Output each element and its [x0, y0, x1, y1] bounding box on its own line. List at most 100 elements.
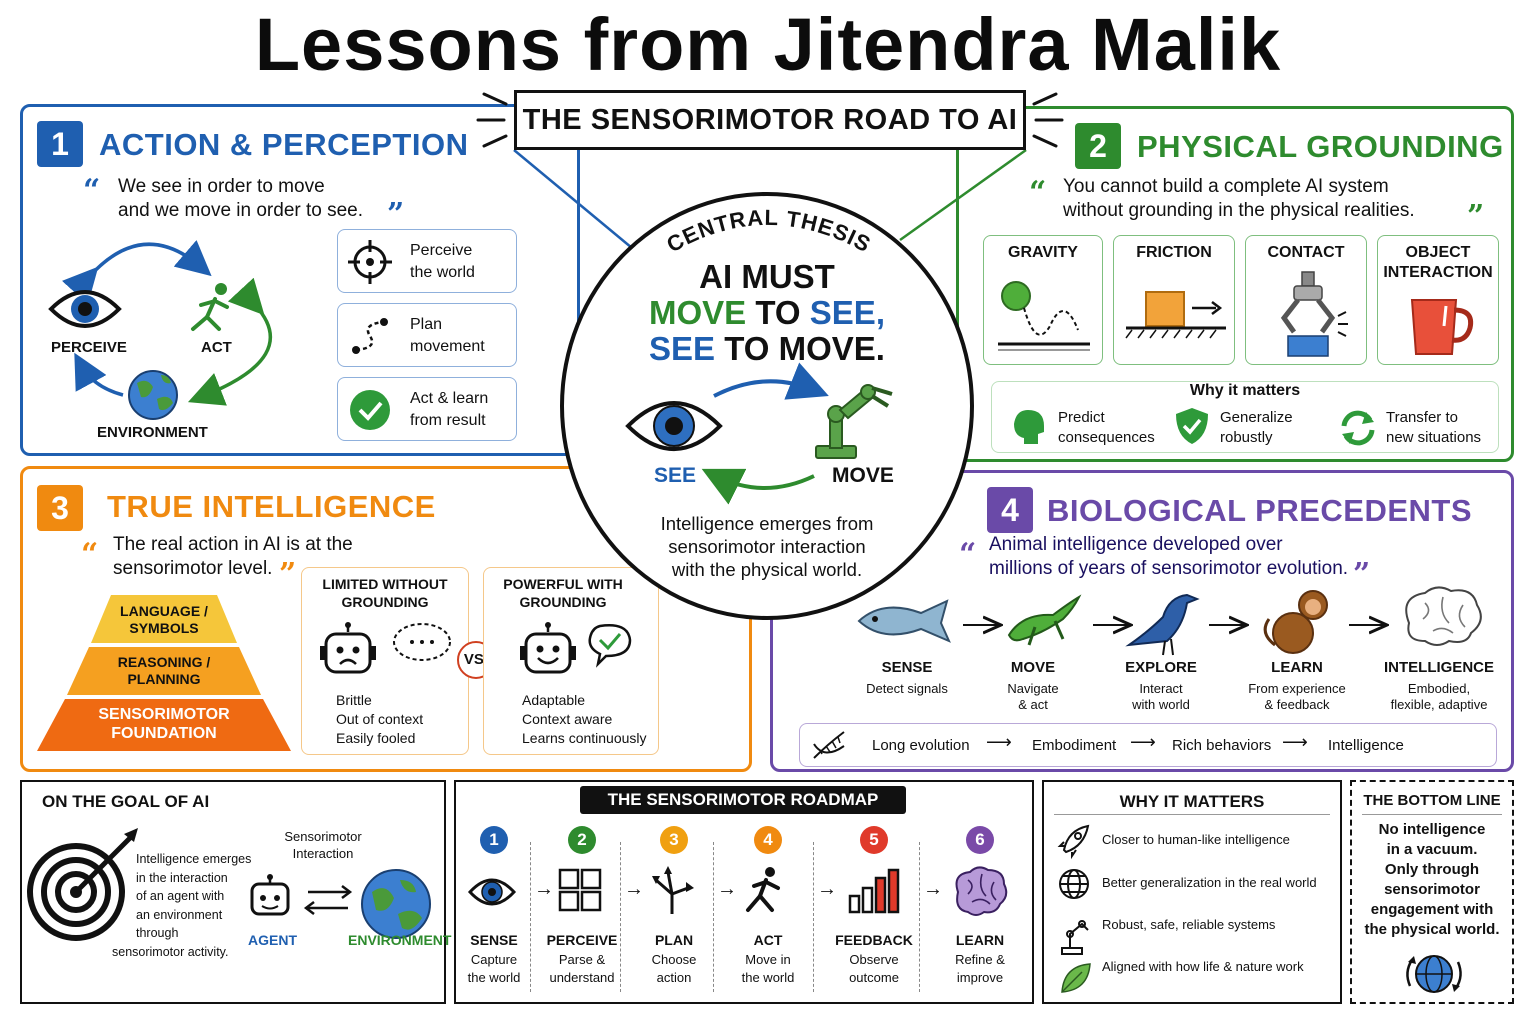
quote-open-icon: “	[1029, 175, 1047, 210]
goal-box: ON THE GOAL OF AI Intelligence emerges i…	[20, 780, 451, 1004]
roadmap-step-number: 1	[480, 826, 508, 854]
roadmap-step-number: 4	[754, 826, 782, 854]
brain-icon	[1405, 586, 1482, 646]
quote-line-1: Animal intelligence developed over	[989, 534, 1283, 555]
panel-number: 1	[37, 121, 83, 167]
interaction-label: Sensorimotor Interaction	[284, 829, 362, 861]
falling-ball-icon	[998, 281, 1090, 351]
roadmap-step-desc: Choose	[651, 952, 697, 967]
sad-robot-icon	[320, 622, 451, 674]
why-icons	[1057, 824, 1091, 993]
page-title: Lessons from Jitendra Malik	[254, 3, 1282, 86]
evolution-chain: Long evolution ⟶ Embodiment ⟶ Rich behav…	[799, 723, 1497, 767]
panel-title: PHYSICAL GROUNDING	[1137, 129, 1504, 164]
quote-open-icon: “	[83, 173, 101, 208]
roadmap-step-desc: action	[656, 970, 692, 985]
cycle-diagram	[48, 240, 273, 420]
monkey-icon	[1263, 590, 1328, 654]
panel-physical-grounding: 2 PHYSICAL GROUNDING “ You cannot build …	[956, 106, 1514, 462]
move-label: MOVE	[832, 464, 894, 487]
thesis-caption: Intelligence emerges from sensorimotor i…	[660, 513, 874, 580]
quote-open-icon: “	[81, 537, 99, 572]
arrow-icon: →	[717, 878, 737, 900]
step-card-plan: Plan movement	[337, 303, 517, 367]
pyramid	[37, 595, 291, 751]
limited-card: LIMITED WITHOUT GROUNDING Brittle Out of…	[301, 567, 469, 755]
roadmap-separator	[919, 842, 920, 992]
why-title: WHY IT MATTERS	[1119, 792, 1265, 811]
agent-label: AGENT	[248, 932, 297, 948]
path-icon	[352, 318, 388, 354]
roadmap-separator	[530, 842, 531, 992]
step-line-1: Perceive	[410, 242, 473, 259]
lizard-icon	[1007, 594, 1082, 646]
bar-chart-icon	[848, 868, 900, 914]
arrow-icon: ⟶	[1130, 732, 1156, 752]
why-it-matters-box: Why it matters Predict consequences Gene…	[991, 381, 1499, 453]
robot-icon	[250, 874, 290, 916]
roadmap-step-number: 3	[660, 826, 688, 854]
head-icon	[1014, 410, 1044, 444]
robot-arm-icon	[815, 384, 893, 459]
arrow-icon: →	[817, 878, 837, 900]
panel-number: 2	[1075, 123, 1121, 169]
step-line-2: the world	[410, 264, 475, 281]
divider	[1054, 814, 1330, 815]
leaf-icon	[1061, 963, 1091, 993]
perceive-label: PERCEIVE	[51, 339, 127, 356]
powerful-card: POWERFUL WITH GROUNDING Adaptable Contex…	[483, 567, 659, 755]
thesis-line-2: MOVE TO SEE,	[649, 294, 885, 331]
step-card-perceive: Perceive the world	[337, 229, 517, 293]
grid-icon	[558, 868, 602, 912]
step-line-1: Act & learn	[410, 390, 489, 407]
roadmap-step-desc: the world	[741, 970, 795, 985]
check-icon	[350, 390, 390, 430]
roadmap-step-number: 2	[568, 826, 596, 854]
roadmap-step-desc: Observe	[849, 952, 899, 967]
arrow-icon: →	[624, 878, 644, 900]
roadmap-step-desc: Parse &	[558, 952, 606, 967]
shield-icon	[1176, 408, 1208, 444]
quote-close-icon: ”	[1467, 199, 1485, 234]
panel-title: ACTION & PERCEPTION	[99, 127, 469, 162]
happy-robot-icon	[520, 622, 632, 674]
roadmap-step-name: LEARN	[955, 932, 1005, 948]
act-label: ACT	[201, 339, 232, 356]
environment-label: ENVIRONMENT	[97, 424, 208, 441]
eye-icon	[625, 401, 723, 451]
goal-title: ON THE GOAL OF AI	[42, 792, 210, 811]
refresh-icon	[1341, 410, 1375, 446]
brain-icon	[955, 866, 1008, 916]
quote-open-icon: “	[959, 537, 977, 572]
roadmap-step-desc: understand	[549, 970, 615, 985]
roadmap-step-desc: outcome	[849, 970, 899, 985]
arc-label: CENTRAL THESIS	[662, 205, 875, 258]
svg-text:CENTRAL THESIS: CENTRAL THESIS	[662, 205, 875, 258]
roadmap-step-number: 6	[966, 826, 994, 854]
roadmap-separator	[620, 842, 621, 992]
fish-icon	[857, 599, 951, 643]
bottom-text: No intelligence in a vacuum. Only throug…	[1364, 821, 1500, 938]
quote-line-1: We see in order to move	[118, 176, 325, 197]
step-line-1: Plan	[410, 316, 443, 333]
environment-label: ENVIRONMENT	[348, 932, 452, 948]
card-contact: CONTACT	[1245, 235, 1367, 365]
see-label: SEE	[654, 464, 697, 487]
target-icon	[27, 828, 138, 941]
robot-arm-icon	[1061, 920, 1089, 955]
card-friction: FRICTION	[1113, 235, 1235, 365]
globe-icon	[128, 370, 178, 420]
bottom-title: THE BOTTOM LINE	[1363, 792, 1501, 809]
roadmap-step-name: ACT	[753, 932, 783, 948]
roadmap-separator	[813, 842, 814, 992]
rocket-icon	[1057, 824, 1090, 860]
quote-line-2: and we move in order to see.	[118, 200, 364, 221]
why-box: WHY IT MATTERS Closer to human-like inte…	[1042, 780, 1342, 1004]
roadmap-separator	[713, 842, 714, 992]
bird-icon	[1125, 593, 1200, 656]
panel-title: TRUE INTELLIGENCE	[107, 489, 436, 524]
mug-icon	[1410, 299, 1474, 355]
runner-icon	[746, 867, 780, 912]
globe-icon	[361, 869, 431, 939]
